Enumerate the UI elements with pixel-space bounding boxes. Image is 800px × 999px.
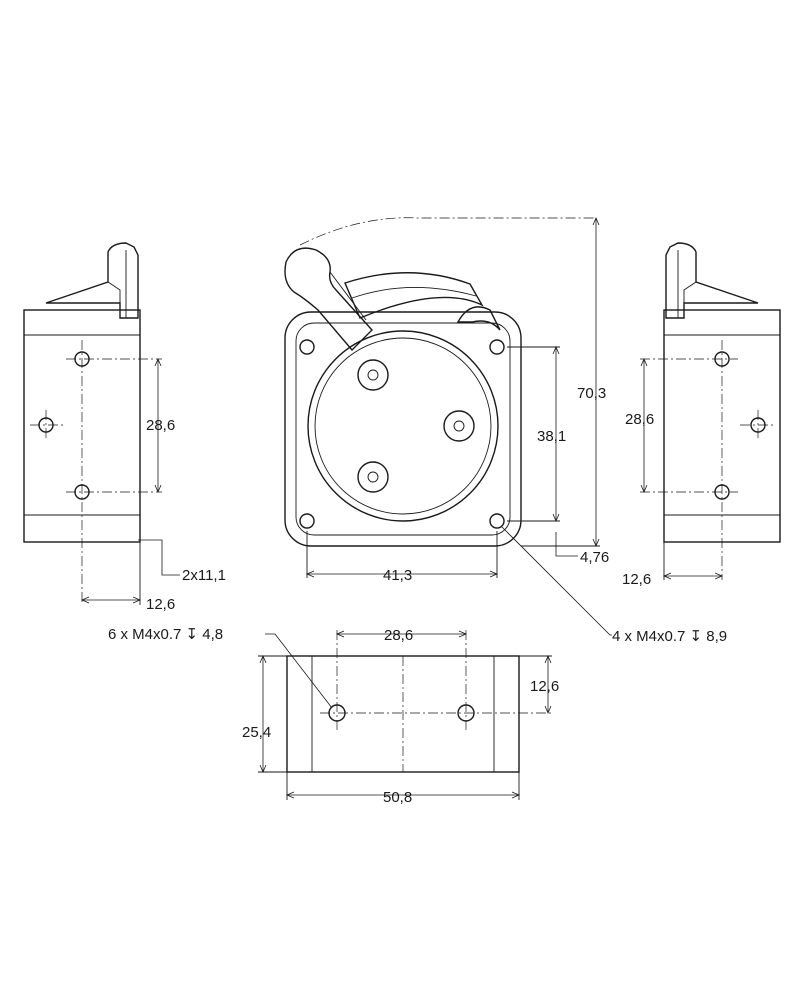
front-hole-tl: [299, 339, 315, 355]
left-hole-label: 2x11,1: [182, 567, 226, 584]
right-side-view: 28,6 12,6: [622, 242, 781, 588]
front-offset-label: 4,76: [580, 549, 609, 566]
disc-hole-right: [443, 410, 475, 442]
disc-hole-top: [357, 359, 389, 391]
front-hole-tr: [489, 339, 505, 355]
disc-hole-bottom: [357, 461, 389, 493]
front-slot: [456, 306, 501, 331]
front-view: 38,1 70,3 4,76 41,3 4 x M4x0.7 ↧ 8,9: [284, 216, 727, 645]
right-depth-label: 12,6: [622, 571, 651, 588]
left-depth-label: 12,6: [146, 596, 175, 613]
front-sector-arc: [344, 272, 484, 319]
front-hole-spacing-h-label: 41,3: [383, 567, 412, 584]
front-total-height-label: 70,3: [577, 385, 606, 402]
front-thread-note: 4 x M4x0.7 ↧ 8,9: [612, 628, 727, 645]
bottom-view: 28,6 12,6 25,4 50,8 6 x M4x0.7 ↧ 4,8: [108, 626, 559, 806]
left-height-label: 28,6: [146, 417, 175, 434]
right-latch: [665, 242, 759, 319]
front-lever: [284, 247, 373, 352]
front-hole-br: [489, 513, 505, 529]
bottom-height-label: 25,4: [242, 724, 271, 741]
bottom-hole-offset-label: 12,6: [530, 678, 559, 695]
left-side-view: 28,6 2x11,1 12,6: [23, 242, 226, 613]
left-latch: [45, 242, 139, 319]
right-height-label: 28,6: [625, 411, 654, 428]
bottom-hole-spacing-label: 28,6: [384, 627, 413, 644]
front-hole-spacing-v-label: 38,1: [537, 428, 566, 445]
front-disc: [307, 330, 499, 522]
front-flange: [284, 311, 522, 547]
bottom-width-label: 50,8: [383, 789, 412, 806]
bottom-thread-note: 6 x M4x0.7 ↧ 4,8: [108, 626, 223, 643]
front-hole-bl: [299, 513, 315, 529]
